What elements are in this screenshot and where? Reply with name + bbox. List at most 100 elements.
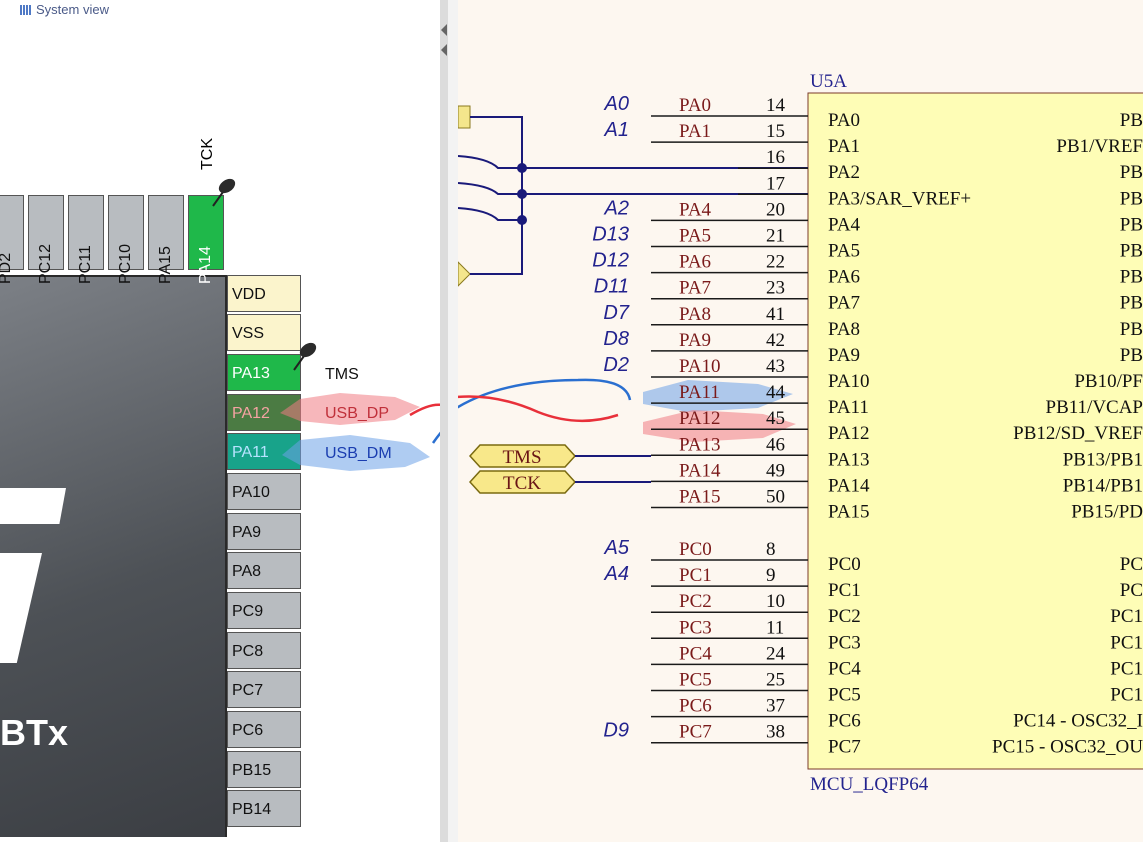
pa-pin-number: 49: [766, 460, 785, 481]
pin-pc10[interactable]: PC10: [108, 195, 144, 284]
vertical-scrollbar[interactable]: [440, 0, 448, 842]
pa-net-label: PA7: [679, 278, 711, 299]
pa-pin-number: 50: [766, 487, 785, 508]
pin-pc6[interactable]: PC6: [227, 711, 301, 748]
pin-pc11[interactable]: PC11: [68, 195, 104, 284]
pc-pin-number: 10: [766, 591, 785, 612]
pc-pin-number: 37: [766, 696, 785, 717]
junction-dot: [517, 189, 527, 199]
pc-net-label: PC6: [679, 696, 712, 717]
pa-arduino-label: A2: [604, 197, 629, 219]
pin-pa8[interactable]: PA8: [227, 552, 301, 589]
panel-splitter[interactable]: [440, 0, 458, 842]
pc-net-label: PC5: [679, 670, 712, 691]
pc-net-label: PC3: [679, 617, 712, 638]
pa-pin-name: PA4: [828, 214, 861, 235]
mcu-part-label: MCU_LQFP64: [810, 774, 929, 795]
net-wire: [458, 207, 522, 221]
pa-pin-name: PA12: [828, 423, 870, 444]
pa-arduino-label: D13: [592, 224, 629, 246]
pa-net-label: PA8: [679, 304, 711, 325]
pin-pa15[interactable]: PA15: [148, 195, 184, 284]
pa-pin-alt: PB11/VCAP: [1046, 397, 1143, 418]
pa-net-label: PA0: [679, 95, 711, 116]
pa-arduino-label: D11: [594, 276, 629, 298]
net-wire: [458, 155, 522, 169]
pc-pin-number: 8: [766, 539, 776, 560]
pc-pin-number: 25: [766, 670, 785, 691]
pc-pin-number: 9: [766, 565, 776, 586]
pin-pc9[interactable]: PC9: [227, 592, 301, 629]
pc-pin-alt: PC1: [1110, 685, 1143, 706]
pa-pin-alt: PB: [1120, 267, 1143, 288]
port-fragment: [458, 261, 471, 287]
pa-pin-name: PA13: [828, 449, 870, 470]
net-wire: [470, 116, 523, 275]
pa-pin-number: 46: [766, 434, 785, 455]
system-view-panel: System view BTx PD2 PC12 PC11 PC10 PA15 …: [0, 0, 440, 842]
pa-pin-number: 22: [766, 252, 785, 273]
pa-pin-alt: PB10/PF: [1074, 371, 1143, 392]
pa-pin-alt: PB13/PB1: [1063, 449, 1143, 470]
pa-pin-alt: PB: [1120, 241, 1143, 262]
pin-vss[interactable]: VSS: [227, 314, 301, 351]
pin-pa13[interactable]: PA13: [227, 354, 301, 391]
pc-pin-number: 11: [766, 617, 784, 638]
junction-dot: [517, 163, 527, 173]
tck-label: TCK: [199, 138, 216, 170]
pa-net-label: PA5: [679, 226, 711, 247]
pa-pin-name: PA7: [828, 293, 860, 314]
pc-net-label: PC7: [679, 722, 712, 743]
pc-pin-name: PC6: [828, 711, 861, 732]
pc-pin-number: 24: [766, 643, 786, 664]
pc-pin-alt: PC: [1120, 554, 1143, 575]
pin-vdd[interactable]: VDD: [227, 275, 301, 312]
usb-dm-label: USB_DM: [325, 445, 392, 462]
pa-pin-number: 17: [766, 173, 785, 194]
pc-arduino-label: A4: [604, 563, 629, 585]
pa-pin-name: PA11: [828, 397, 869, 418]
pa-net-label: PA13: [679, 434, 721, 455]
pc-net-label: PC2: [679, 591, 712, 612]
collapse-arrow-icon[interactable]: [440, 22, 448, 62]
pin-pd2[interactable]: PD2: [0, 195, 24, 284]
pc-pin-alt: PC14 - OSC32_I: [1013, 711, 1143, 732]
usb-dp-arrow: [458, 395, 619, 423]
pin-pc12[interactable]: PC12: [28, 195, 64, 284]
highlight-pa11: [643, 380, 793, 412]
pa-pin-alt: PB: [1120, 188, 1143, 209]
pa-net-label: PA9: [679, 330, 711, 351]
pa-pin-alt: PB: [1120, 345, 1143, 366]
pa-pin-name: PA15: [828, 502, 870, 523]
pc-arduino-label: A5: [604, 537, 630, 559]
pc-pin-name: PC5: [828, 685, 861, 706]
pa-arduino-label: D8: [603, 328, 629, 350]
pa-net-label: PA10: [679, 356, 721, 377]
pa-pin-number: 43: [766, 356, 785, 377]
pa-net-label: PA14: [679, 460, 721, 481]
pin-pc8[interactable]: PC8: [227, 632, 301, 669]
pin-pc7[interactable]: PC7: [227, 671, 301, 708]
pin-pa10[interactable]: PA10: [227, 473, 301, 510]
pushpin-icon: [293, 342, 317, 371]
highlight-pa12: [643, 410, 796, 442]
pa-pin-name: PA0: [828, 110, 860, 131]
pin-pb14[interactable]: PB14: [227, 790, 301, 827]
pa-pin-number: 16: [766, 147, 785, 168]
pa-pin-alt: PB14/PB1: [1063, 475, 1143, 496]
pc-pin-name: PC2: [828, 606, 861, 627]
pc-pin-name: PC7: [828, 737, 861, 758]
pin-pb15[interactable]: PB15: [227, 751, 301, 788]
pin-pa9[interactable]: PA9: [227, 513, 301, 550]
system-view-title: System view: [20, 2, 109, 17]
junction-dot: [517, 215, 527, 225]
pc-arduino-label: D9: [603, 720, 629, 742]
pa-pin-name: PA2: [828, 162, 860, 183]
pa-pin-name: PA8: [828, 319, 860, 340]
pa-pin-alt: PB1/VREF: [1056, 136, 1143, 157]
pa-pin-alt: PB: [1120, 110, 1143, 131]
pin-pa14[interactable]: PA14: [188, 195, 224, 284]
pa-pin-name: PA6: [828, 267, 860, 288]
